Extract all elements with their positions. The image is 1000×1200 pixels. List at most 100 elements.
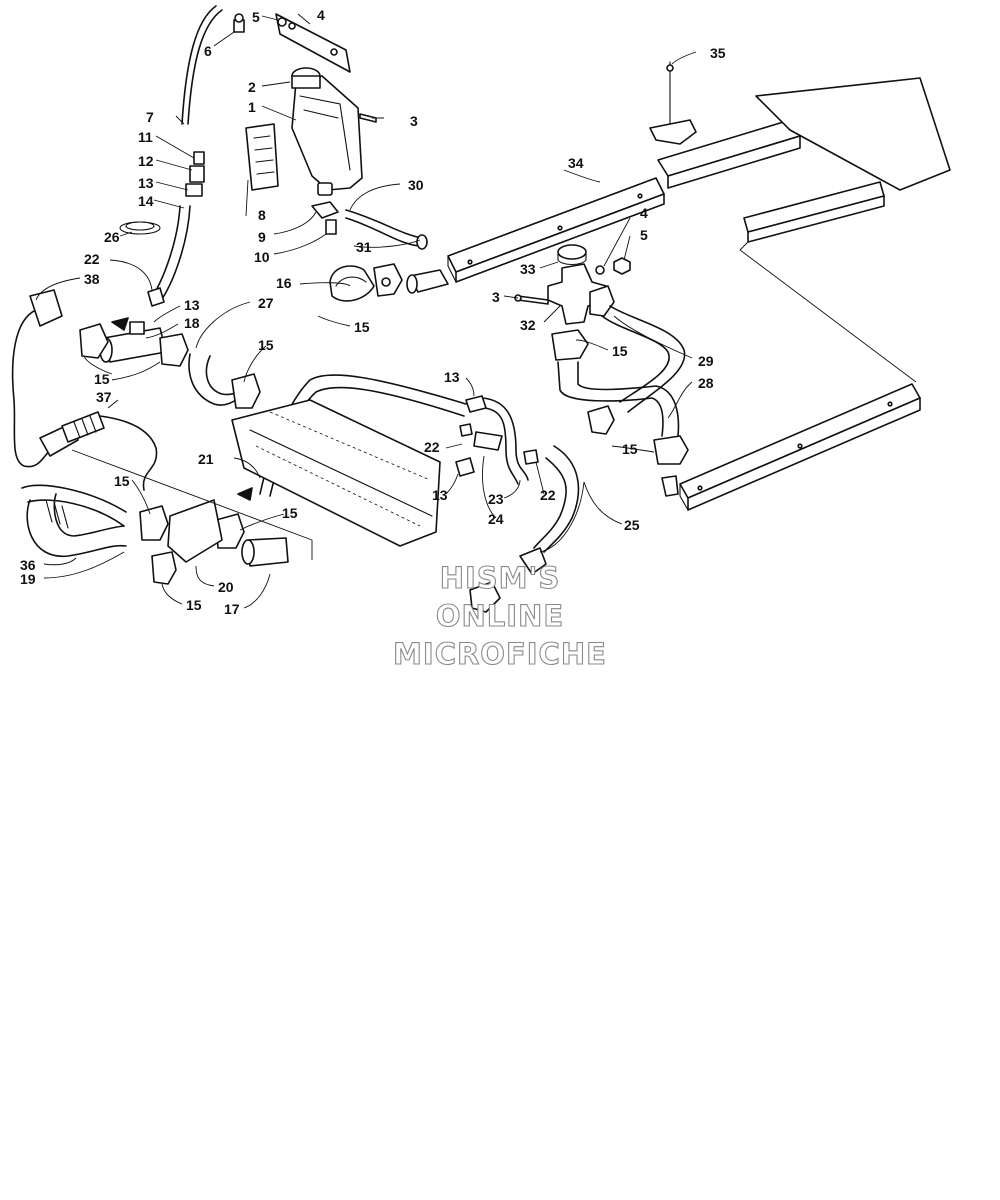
callout-label: 13 (184, 297, 200, 313)
callout-label: 37 (96, 389, 112, 405)
bottle-bracket (275, 13, 351, 73)
heat-exchanger-bottom (679, 383, 921, 511)
callout-label: 15 (612, 343, 628, 359)
callout-label: 27 (258, 295, 274, 311)
callout-label: 34 (568, 155, 584, 171)
engine-bracket (231, 399, 441, 547)
hose-36 (21, 484, 127, 529)
nut-5 (613, 257, 631, 275)
callout-label: 29 (698, 353, 714, 369)
connector-tube (406, 269, 449, 294)
callout-label: 10 (254, 249, 270, 265)
direction-arrow-left (111, 317, 129, 331)
hose-25 (533, 445, 580, 553)
callout-label: 32 (520, 317, 536, 333)
callout-label: 31 (356, 239, 372, 255)
tee-fitting-18 (99, 321, 167, 363)
heater-cord (11, 289, 158, 491)
frame-outline (739, 241, 917, 383)
callout-label: 38 (84, 271, 100, 287)
callout-label: 15 (114, 473, 130, 489)
vent-hose-14 (149, 205, 191, 303)
valve-assembly-lower (469, 547, 547, 613)
callout-label: 36 (20, 557, 36, 573)
callout-label: 26 (104, 229, 120, 245)
cap-screw-top (233, 13, 245, 33)
hose-clamp-16 (373, 263, 403, 297)
hose-clamp-left (79, 323, 189, 367)
hose-17 (241, 537, 289, 567)
hose-clamp-housing (551, 285, 615, 361)
callout-label: 15 (186, 597, 202, 613)
hose-clip-26 (119, 221, 161, 235)
callout-label: 3 (410, 113, 418, 129)
callout-label: 18 (184, 315, 200, 331)
bolt-3 (514, 294, 549, 305)
callout-label: 4 (640, 205, 648, 221)
thermostat-sensor (649, 61, 697, 145)
fitting-bottom (661, 475, 679, 497)
fitting-24 (473, 431, 503, 451)
hose-19 (26, 493, 127, 557)
hose-27 (188, 353, 261, 409)
hose-20 (167, 499, 223, 563)
hose-29 (601, 305, 686, 413)
coolant-bottle (291, 75, 363, 196)
check-valve (185, 151, 205, 197)
callout-labels: 4 5 6 2 1 3 7 11 12 13 14 8 9 10 30 31 2… (20, 7, 726, 617)
callout-label: 15 (354, 319, 370, 335)
callout-label: 22 (424, 439, 440, 455)
bottle-cap (291, 67, 321, 89)
screw-right (359, 113, 377, 123)
callout-label: 7 (146, 109, 154, 125)
watermark-line: HISM'S (440, 561, 561, 595)
lower-plate-outline (71, 449, 313, 560)
callout-label: 24 (488, 511, 504, 527)
callout-label: 13 (138, 175, 154, 191)
callout-label: 6 (204, 43, 212, 59)
callout-label: 1 (248, 99, 256, 115)
hose-23 (481, 397, 529, 485)
heater-element (61, 411, 105, 443)
callout-label: 33 (520, 261, 536, 277)
callout-label: 22 (84, 251, 100, 267)
callout-label: 12 (138, 153, 154, 169)
direction-arrow-center (237, 487, 253, 501)
callout-label: 22 (540, 487, 556, 503)
callout-label: 30 (408, 177, 424, 193)
upper-hose (329, 265, 375, 302)
heat-exchanger-front (447, 177, 665, 283)
callout-label: 19 (20, 571, 36, 587)
callout-label: 8 (258, 207, 266, 223)
callout-label: 3 (492, 289, 500, 305)
callout-label: 16 (276, 275, 292, 291)
callout-label: 17 (224, 601, 240, 617)
overflow-hose (181, 5, 223, 125)
callout-label: 2 (248, 79, 256, 95)
callout-label: 14 (138, 193, 154, 209)
callout-label: 11 (138, 129, 153, 145)
callout-label: 25 (624, 517, 640, 533)
callout-label: 15 (622, 441, 638, 457)
callout-label: 21 (198, 451, 214, 467)
thermostat-housing (547, 263, 609, 325)
callout-label: 13 (444, 369, 460, 385)
callout-label: 5 (252, 9, 260, 25)
callout-label: 15 (282, 505, 298, 521)
callout-label: 4 (317, 7, 325, 23)
callout-label: 13 (432, 487, 448, 503)
washer-4 (595, 265, 605, 275)
watermark-line: MICROFICHE (393, 637, 607, 671)
callout-label: 20 (218, 579, 234, 595)
heat-exchanger-rear (657, 77, 951, 243)
hose-clamp-28 (587, 405, 689, 465)
callout-label: 23 (488, 491, 504, 507)
bypass-hose-30 (345, 209, 428, 250)
callout-label: 15 (258, 337, 274, 353)
callout-label: 35 (710, 45, 726, 61)
callout-label: 15 (94, 371, 110, 387)
thermostat-cap (557, 244, 587, 266)
hose-28 (557, 361, 680, 437)
tee-fitting (311, 201, 339, 235)
